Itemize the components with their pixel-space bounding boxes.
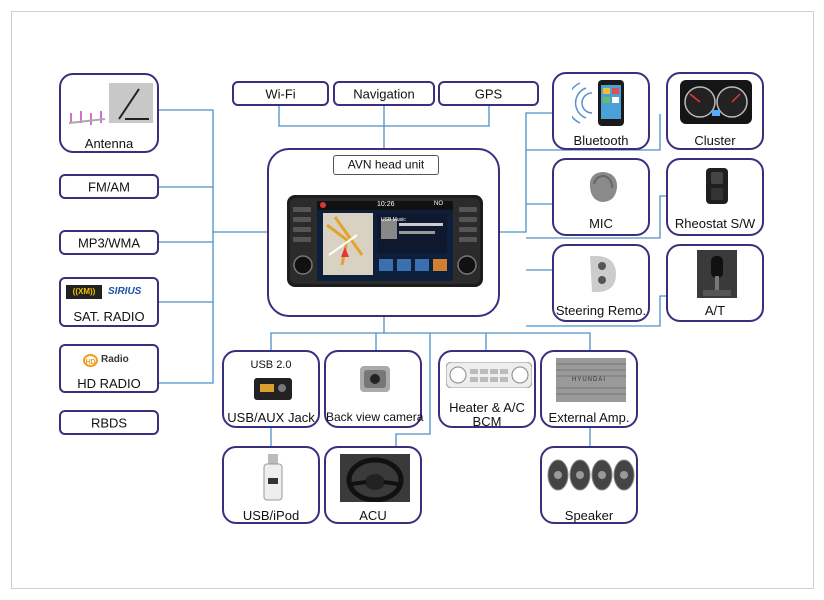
steering-remote-box: Steering Remo. xyxy=(552,244,650,322)
avn-head-unit-title-box: AVN head unit xyxy=(333,155,439,175)
hd-radio-label: HD RADIO xyxy=(77,376,141,391)
head-unit-image xyxy=(287,195,483,287)
usb-aux-jack-box: USB 2.0 USB/AUX Jack xyxy=(222,350,320,428)
fmam-box: FM/AM xyxy=(59,174,159,199)
usb-version-label: USB 2.0 xyxy=(250,359,292,371)
fmam-label: FM/AM xyxy=(88,179,130,194)
steering-remote-image xyxy=(590,255,616,293)
head-unit-clock: 10:26 xyxy=(377,201,395,208)
rheostat-switch-image xyxy=(706,168,728,204)
usb-ipod-label: USB/iPod xyxy=(242,508,300,523)
amplifier-brand: HYUNDAI xyxy=(572,377,607,383)
bluetooth-phone-image xyxy=(572,80,624,126)
mp3-wma-box: MP3/WMA xyxy=(59,230,159,255)
acu-label: ACU xyxy=(359,508,387,523)
antenna-box: Antenna xyxy=(59,73,159,153)
camera-image xyxy=(360,366,390,392)
at-box: A/T xyxy=(666,244,764,322)
sat-radio-box: ((XM)) SIRIUS SAT. RADIO xyxy=(59,277,159,327)
climate-control-image xyxy=(446,362,532,388)
mic-image xyxy=(589,172,618,202)
gps-label: GPS xyxy=(474,86,503,101)
hd-radio-box: HD Radio HD RADIO xyxy=(59,344,159,393)
steering-remote-label: Steering Remo. xyxy=(555,303,647,318)
avn-head-unit-box: AVN head unit 10:26 USB Music NO xyxy=(267,148,500,317)
mp3-wma-label: MP3/WMA xyxy=(77,235,141,250)
usb-aux-jack-image xyxy=(254,378,292,400)
amplifier-image xyxy=(556,358,626,402)
head-unit-soft-label: NO xyxy=(434,201,443,207)
cluster-box: Cluster xyxy=(666,72,764,150)
hd-logo-mark: HD xyxy=(83,354,98,367)
head-unit-media-title: USB Music xyxy=(381,217,406,223)
steering-wheel-image xyxy=(340,454,410,502)
gear-shifter-image xyxy=(697,250,737,298)
speaker-box: Speaker xyxy=(540,446,638,524)
antenna-label: Antenna xyxy=(84,136,134,151)
xm-logo: ((XM)) xyxy=(66,285,102,299)
diagram-frame xyxy=(11,11,814,589)
avn-head-unit-title: AVN head unit xyxy=(347,157,425,172)
rbds-label: RBDS xyxy=(90,415,128,430)
usb-aux-jack-label: USB/AUX Jack xyxy=(227,410,315,425)
bluetooth-label: Bluetooth xyxy=(573,133,629,148)
heater-ac-label: Heater & A/C xyxy=(449,400,525,415)
sirius-logo: SIRIUS xyxy=(108,286,142,297)
rheostat-box: Rheostat S/W xyxy=(666,158,764,236)
bluetooth-box: Bluetooth xyxy=(552,72,650,150)
bcm-label: BCM xyxy=(472,414,502,429)
usb-stick-image xyxy=(263,454,283,501)
usb-ipod-box: USB/iPod xyxy=(222,446,320,524)
rheostat-label: Rheostat S/W xyxy=(674,216,756,231)
back-view-camera-box: Back view camera xyxy=(324,350,424,428)
mic-box: MIC xyxy=(552,158,650,236)
wifi-box: Wi-Fi xyxy=(232,81,329,106)
speakers-image xyxy=(547,459,635,491)
speaker-label: Speaker xyxy=(564,508,614,523)
cluster-label: Cluster xyxy=(694,133,736,148)
cluster-image xyxy=(680,80,752,124)
mic-label: MIC xyxy=(589,216,613,231)
antenna-image xyxy=(68,83,153,125)
navigation-box: Navigation xyxy=(333,81,435,106)
external-amp-box: HYUNDAI External Amp. xyxy=(540,350,638,428)
external-amp-label: External Amp. xyxy=(548,410,630,425)
back-view-camera-label: Back view camera xyxy=(326,410,424,424)
heater-ac-bcm-box: Heater & A/C BCM xyxy=(438,350,536,429)
gps-box: GPS xyxy=(438,81,539,106)
navigation-label: Navigation xyxy=(353,86,415,101)
rbds-box: RBDS xyxy=(59,410,159,435)
acu-box: ACU xyxy=(324,446,422,524)
wifi-label: Wi-Fi xyxy=(265,86,296,101)
at-label: A/T xyxy=(704,303,726,318)
hd-logo-text: Radio xyxy=(101,354,129,365)
sat-radio-label: SAT. RADIO xyxy=(73,309,145,324)
